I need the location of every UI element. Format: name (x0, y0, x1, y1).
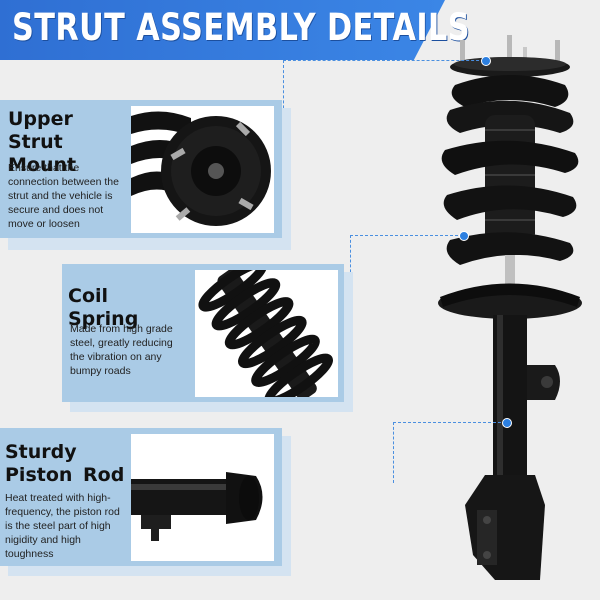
marker-piston-rod (502, 418, 512, 428)
feature-description: Ensure that the connection between the s… (8, 162, 119, 230)
header-banner (0, 0, 445, 60)
strut-assembly-illustration (438, 35, 582, 580)
marker-upper-mount (481, 56, 491, 66)
piston-rod-photo (131, 434, 274, 561)
strut-mount-photo (131, 106, 274, 233)
feature-description: Heat treated with high-frequency, the pi… (5, 492, 120, 560)
coil-spring-photo (195, 270, 338, 397)
feature-title: Coil Spring (68, 285, 139, 330)
feature-title: Sturdy Piston Rod (5, 441, 125, 486)
marker-coil-spring (459, 231, 469, 241)
connector-coil-spring (350, 235, 463, 341)
connector-upper-mount (283, 60, 484, 174)
page-title: STRUT ASSEMBLY DETAILS (12, 6, 471, 49)
feature-description: Made from high grade steel, greatly redu… (70, 323, 173, 377)
feature-title: Upper Strut Mount (8, 108, 77, 176)
connector-piston-rod (393, 422, 506, 483)
